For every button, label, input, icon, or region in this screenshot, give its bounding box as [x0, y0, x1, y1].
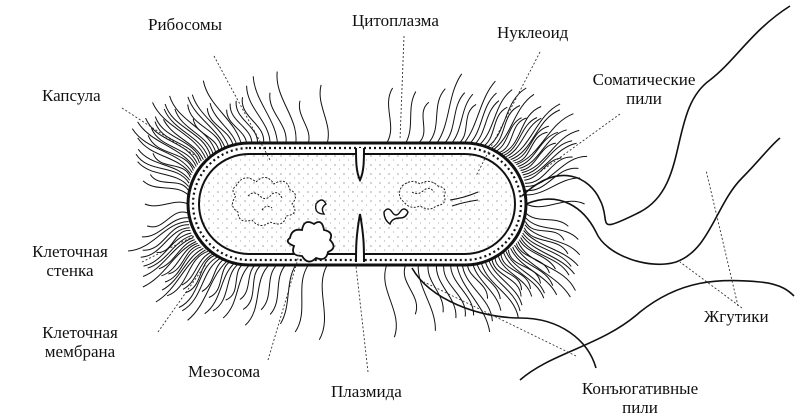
- pilus-strand: [319, 265, 327, 340]
- label-cell-wall-line2: стенка: [10, 261, 130, 280]
- pilus-strand: [428, 89, 445, 144]
- pilus-strand: [240, 263, 258, 299]
- pilus-strand: [406, 92, 416, 144]
- pilus-strand: [143, 225, 189, 251]
- septum-top: [356, 148, 364, 180]
- label-cell-membrane-line2: мембрана: [20, 342, 140, 361]
- label-conjugative-pili-line1: Конъюгативные: [570, 379, 710, 398]
- pilus-strand: [436, 264, 456, 318]
- pilus-strand: [320, 85, 328, 143]
- pilus-strand: [142, 218, 188, 237]
- flagellum-lower: [526, 138, 780, 264]
- leader-mesosome: [268, 252, 300, 360]
- pilus-strand: [165, 247, 201, 282]
- pilus-strand: [143, 181, 188, 195]
- pilus-strand: [213, 261, 242, 311]
- label-cytoplasm: Цитоплазма: [352, 11, 439, 30]
- pilus-strand: [387, 88, 393, 143]
- pilus-strand: [299, 101, 309, 143]
- leader-somatic-pili: [540, 114, 620, 172]
- pilus-strand: [147, 212, 188, 227]
- leader-cytoplasm: [400, 36, 404, 140]
- label-conjugative-pili: Конъюгативные пили: [570, 379, 710, 417]
- label-mesosome: Мезосома: [188, 362, 260, 381]
- pilus-strand: [467, 93, 496, 146]
- pilus-strand: [418, 265, 435, 331]
- label-capsule: Капсула: [42, 86, 101, 105]
- label-cell-membrane: Клеточная мембрана: [20, 323, 140, 361]
- pilus-strand: [295, 265, 308, 332]
- label-cell-membrane-line1: Клеточная: [20, 323, 140, 342]
- pilus-strand: [243, 264, 263, 310]
- pilus-strand: [136, 154, 189, 183]
- pilus-strand: [385, 265, 397, 337]
- pilus-strand: [526, 213, 568, 226]
- pilus-strand: [418, 102, 429, 143]
- label-conjugative-pili-line2: пили: [570, 398, 710, 417]
- leader-plasmid: [356, 266, 368, 372]
- label-cell-wall: Клеточная стенка: [10, 242, 130, 280]
- label-nucleoid: Нуклеоид: [497, 23, 568, 42]
- pilus-strand: [526, 201, 585, 206]
- label-flagella: Жгутики: [704, 307, 769, 326]
- pilus-strand: [462, 81, 495, 145]
- flagellum-bottom: [520, 280, 794, 380]
- pilus-strand: [277, 72, 296, 144]
- pilus-strand: [261, 264, 277, 309]
- label-ribosomes: Рибосомы: [148, 15, 222, 34]
- pilus-strand: [245, 264, 270, 325]
- label-somatic-pili: Соматические пили: [584, 70, 704, 108]
- label-plasmid: Плазмида: [331, 382, 402, 401]
- leader-flagella-1: [706, 170, 738, 306]
- pilus-strand: [485, 259, 520, 311]
- pilus-strand: [203, 81, 242, 147]
- leader-conjugative: [424, 282, 576, 356]
- pilus-strand: [223, 263, 252, 318]
- cell-body: [188, 143, 526, 265]
- pilus-strand: [188, 105, 223, 151]
- pilus-strand: [145, 202, 188, 206]
- pilus-strand: [457, 263, 490, 332]
- label-somatic-pili-line1: Соматические: [584, 70, 704, 89]
- label-somatic-pili-line2: пили: [584, 89, 704, 108]
- label-cell-wall-line1: Клеточная: [10, 242, 130, 261]
- pilus-strand: [280, 265, 295, 324]
